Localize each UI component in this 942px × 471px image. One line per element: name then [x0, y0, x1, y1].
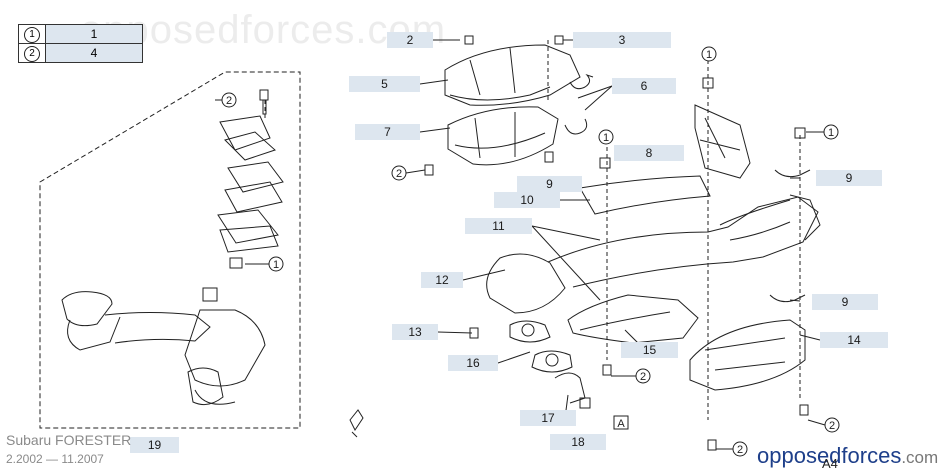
- svg-text:2: 2: [226, 95, 232, 107]
- svg-text:2: 2: [829, 420, 835, 432]
- callout-part-20[interactable]: 19: [130, 437, 179, 453]
- circled-marker-2-icon: 2: [824, 417, 840, 433]
- legend-value: 1: [45, 24, 143, 44]
- circled-marker-2-icon: 2: [732, 441, 748, 457]
- callout-part-10[interactable]: 9: [517, 176, 582, 192]
- callout-part-12[interactable]: 11: [465, 218, 532, 234]
- circled-marker-2-icon: 2: [635, 368, 651, 384]
- legend-row: 1 1: [18, 24, 143, 44]
- callout-part-2[interactable]: 2: [387, 32, 433, 48]
- callout-part-11[interactable]: 10: [494, 192, 560, 208]
- view-marker-a-icon: A: [613, 415, 629, 430]
- legend-table: 1 1 2 4: [18, 24, 143, 63]
- brand-name: opposedforces: [757, 443, 902, 468]
- callout-part-9b[interactable]: 9: [812, 294, 878, 310]
- legend-row: 2 4: [18, 43, 143, 63]
- diagram-code: A4: [822, 456, 838, 471]
- callout-part-7[interactable]: 7: [355, 124, 420, 140]
- svg-text:2: 2: [737, 444, 743, 456]
- callout-part-3[interactable]: 3: [573, 32, 671, 48]
- svg-text:1: 1: [828, 127, 834, 139]
- svg-text:2: 2: [396, 168, 402, 180]
- callout-part-15[interactable]: 14: [820, 332, 888, 348]
- production-dates: 2.2002 — 11.2007: [6, 452, 104, 466]
- circle-marker: 1: [24, 26, 40, 43]
- circled-marker-2-icon: 2: [221, 92, 237, 108]
- circled-marker-1-icon: 1: [701, 46, 717, 62]
- brand-suffix: .com: [901, 448, 939, 467]
- callout-part-19[interactable]: 18: [550, 434, 606, 450]
- circle-marker: 2: [24, 45, 40, 62]
- svg-text:1: 1: [603, 132, 609, 144]
- svg-text:A: A: [617, 418, 625, 430]
- callout-part-16[interactable]: 15: [621, 342, 678, 358]
- svg-text:1: 1: [273, 259, 279, 271]
- callout-part-17[interactable]: 16: [448, 355, 498, 371]
- circled-marker-1-icon: 1: [598, 129, 614, 145]
- callout-part-6[interactable]: 6: [612, 78, 676, 94]
- callout-part-14[interactable]: 13: [392, 324, 438, 340]
- callout-part-5[interactable]: 5: [349, 76, 420, 92]
- circled-marker-1-icon: 1: [268, 256, 284, 272]
- callout-part-13[interactable]: 12: [421, 272, 463, 288]
- svg-text:1: 1: [706, 49, 712, 61]
- circled-marker-2-icon: 2: [391, 165, 407, 181]
- callout-part-8[interactable]: 8: [614, 145, 684, 161]
- brand-logo[interactable]: opposedforces.com: [757, 443, 938, 469]
- vehicle-model: Subaru FORESTER: [6, 432, 132, 448]
- svg-text:2: 2: [640, 371, 646, 383]
- callout-part-18[interactable]: 17: [520, 410, 576, 426]
- legend-value: 4: [45, 43, 143, 63]
- circled-marker-1-icon: 1: [823, 124, 839, 140]
- callout-part-9[interactable]: 9: [816, 170, 882, 186]
- inset-frame: [39, 71, 301, 429]
